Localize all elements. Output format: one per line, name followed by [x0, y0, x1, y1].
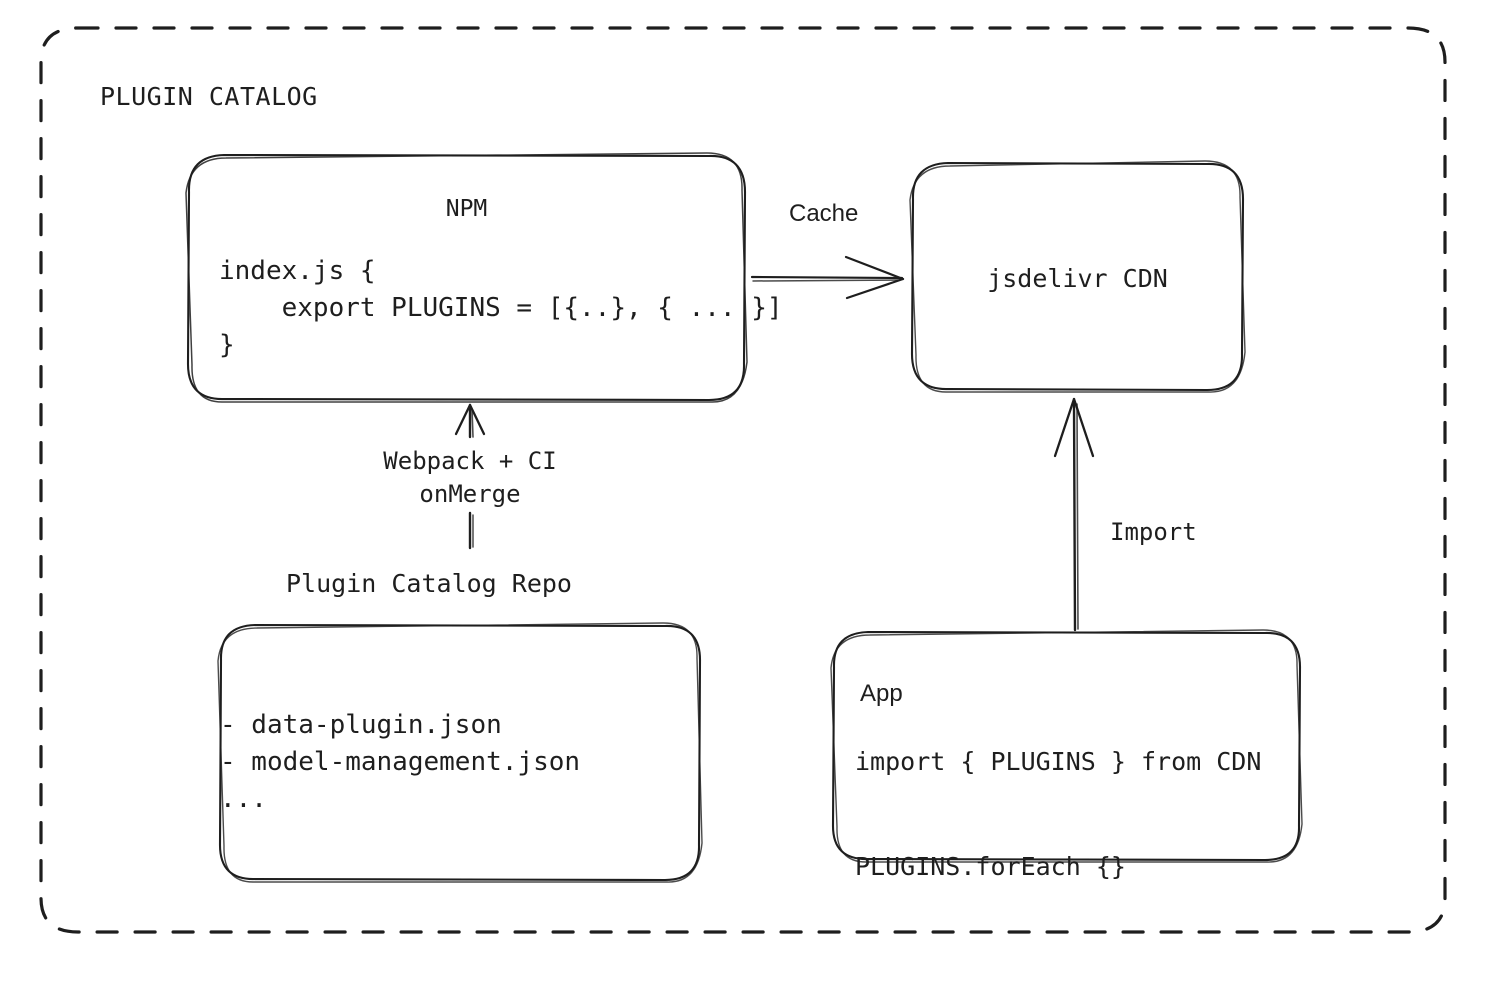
plugin-catalog-repo-items: - data-plugin.json - model-management.js… [220, 710, 581, 814]
plugin-catalog-title: PLUGIN CATALOG [100, 82, 318, 111]
jsdelivr-cdn-node-title: jsdelivr CDN [987, 264, 1168, 293]
npm-node-title: NPM [445, 196, 488, 222]
app-node-code: import { PLUGINS } from CDN PLUGINS.forE… [855, 747, 1262, 881]
edge-label-import: Import [1110, 518, 1197, 546]
edge-app-to-cdn [1053, 397, 1095, 632]
app-node-title: App [860, 680, 903, 707]
plugin-catalog-repo-label: Plugin Catalog Repo [286, 569, 572, 598]
edge-label-cache: Cache [789, 200, 859, 227]
npm-node-code: index.js { export PLUGINS = [{..}, { ...… [219, 256, 783, 360]
edge-label-webpack-ci-onmerge: Webpack + CI onMerge [383, 447, 557, 509]
